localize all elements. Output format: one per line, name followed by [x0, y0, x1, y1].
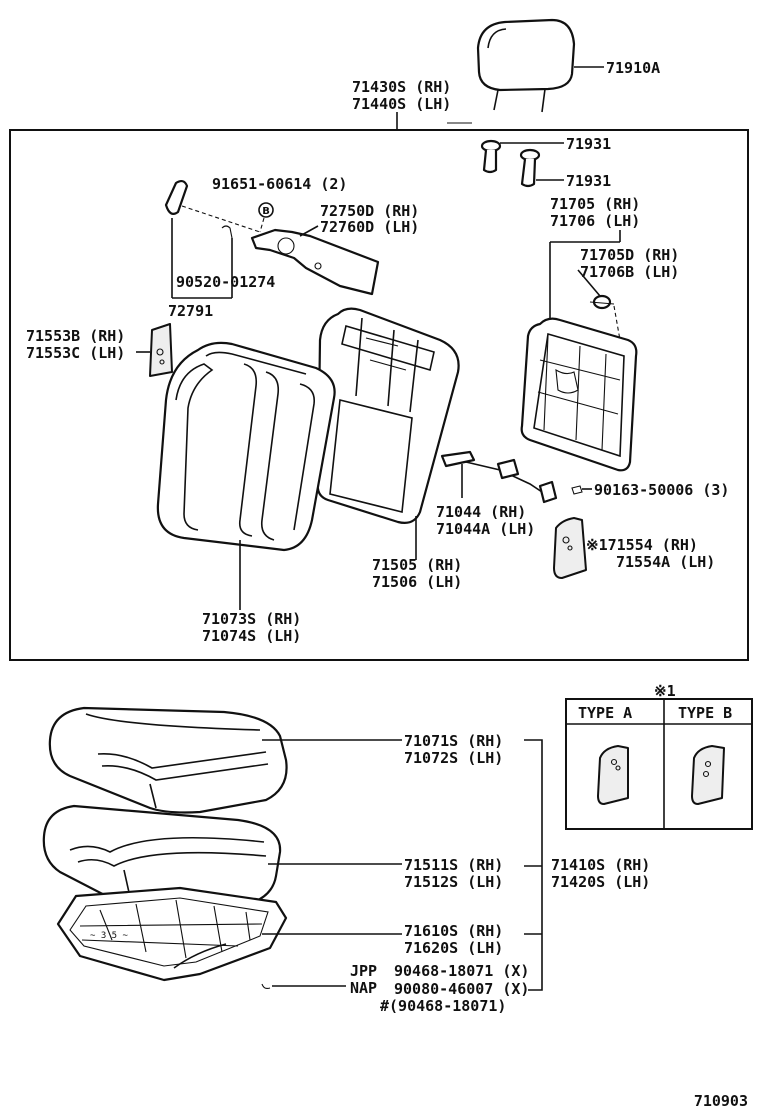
type-a-shield-part [597, 745, 629, 805]
headrest-part [476, 18, 576, 113]
type-note-mark: ※1 [654, 682, 676, 700]
label-cushion-cover-rh: 71071S (RH) [404, 732, 503, 750]
label-cushion-cover-lh: 71072S (LH) [404, 749, 503, 767]
leader-frame-sub [577, 269, 601, 297]
label-shield-lh: 71554A (LH) [616, 553, 715, 571]
label-lever-rh: 72750D (RH) [320, 202, 419, 220]
bolt-mark-letter: B [262, 206, 270, 217]
bolt-mark-circle [258, 202, 274, 218]
cushion-cover-part [48, 706, 288, 814]
label-screw: 90163-50006 (3) [594, 481, 729, 499]
headrest-support-part [480, 139, 541, 188]
label-headrest: 71910A [606, 59, 660, 77]
label-knob: 72791 [168, 302, 213, 320]
label-shield-rh: ※171554 (RH) [586, 536, 698, 554]
label-cushion-frame-rh: 71610S (RH) [404, 922, 503, 940]
label-lever-lh: 72760D (LH) [320, 218, 419, 236]
label-pad-rh: 71505 (RH) [372, 556, 462, 574]
shield-cover-part [553, 517, 587, 579]
label-support-a: 71931 [566, 135, 611, 153]
type-table-col-b: TYPE B [678, 704, 732, 722]
leader-lever [299, 225, 319, 237]
bolt-dash [259, 217, 265, 233]
type-variant-table [565, 698, 753, 830]
seatback-frame-part [520, 317, 638, 472]
backrest-pad-part [316, 307, 460, 524]
label-support-b: 71931 [566, 172, 611, 190]
label-frame-sub-lh: 71706B (LH) [580, 263, 679, 281]
type-table-col-a: TYPE A [578, 704, 632, 722]
figure-number: 710903 [694, 1092, 748, 1110]
recliner-lever-part [250, 228, 380, 296]
label-spring-pin: 90520-01274 [176, 273, 275, 291]
backrest-cover-part [156, 341, 336, 552]
label-hogring-nap: 90080-46007 (X) [394, 980, 529, 998]
label-wire-rh: 71044 (RH) [436, 503, 526, 521]
label-side-cover-lh: 71553C (LH) [26, 344, 125, 362]
label-pad-lh: 71506 (LH) [372, 573, 462, 591]
label-cushion-frame-lh: 71620S (LH) [404, 939, 503, 957]
hogring-part [261, 983, 271, 990]
label-hogring-jpp-tag: JPP [350, 962, 377, 980]
label-hogring-alt: #(90468-18071) [380, 997, 506, 1015]
label-back-cover-rh: 71073S (RH) [202, 610, 301, 628]
label-back-cover-lh: 71074S (LH) [202, 627, 301, 645]
seatback-wire-part [440, 450, 558, 504]
label-frame-rh: 71705 (RH) [550, 195, 640, 213]
knob-dash [181, 205, 261, 233]
cushion-pad-part [42, 804, 282, 916]
adjuster-dash [613, 305, 621, 341]
label-cushion-pad-rh: 71511S (RH) [404, 856, 503, 874]
recliner-knob-part [164, 179, 189, 215]
lumbar-adjuster-part [589, 294, 615, 310]
label-frame-sub-rh: 71705D (RH) [580, 246, 679, 264]
side-cover-part [149, 323, 173, 377]
label-side-cover-rh: 71553B (RH) [26, 327, 125, 345]
label-backrest-assy-lh: 71440S (LH) [352, 95, 451, 113]
label-hogring-jpp: 90468-18071 (X) [394, 962, 529, 980]
label-wire-lh: 71044A (LH) [436, 520, 535, 538]
svg-text:~ 3 5 ~: ~ 3 5 ~ [90, 931, 129, 941]
type-b-shield-part [691, 745, 725, 805]
label-bolt: 91651-60614 (2) [212, 175, 347, 193]
label-hogring-nap-tag: NAP [350, 979, 377, 997]
cushion-frame-part: ~ 3 5 ~ [56, 886, 288, 982]
spring-pin-part [221, 225, 233, 239]
backrest-group-frame [9, 129, 749, 661]
label-cushion-assy-rh: 71410S (RH) [551, 856, 650, 874]
screw-part [571, 485, 592, 495]
label-frame-lh: 71706 (LH) [550, 212, 640, 230]
bracket-cushion-assy [524, 739, 543, 991]
label-cushion-pad-lh: 71512S (LH) [404, 873, 503, 891]
label-cushion-assy-lh: 71420S (LH) [551, 873, 650, 891]
label-backrest-assy-rh: 71430S (RH) [352, 78, 451, 96]
